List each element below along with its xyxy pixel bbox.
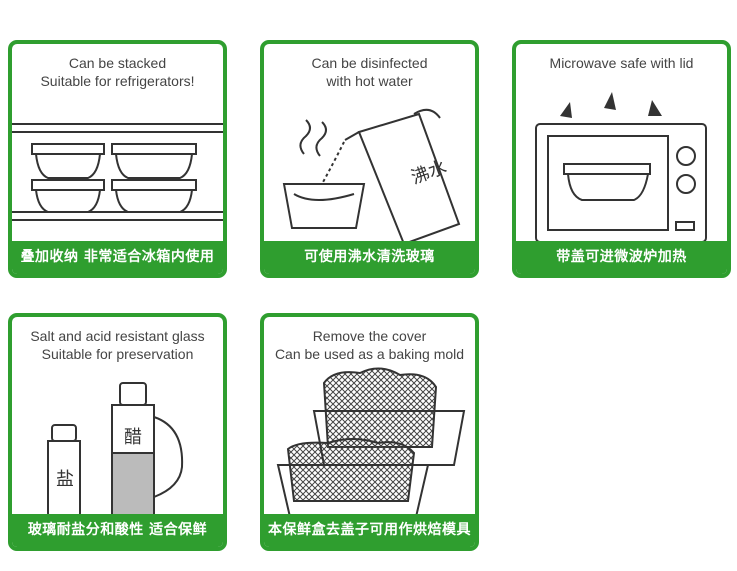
caption-line: Suitable for refrigerators!: [40, 73, 195, 89]
kettle-hot-water-icon: 沸水: [282, 108, 461, 246]
feature-caption: Can be stacked Suitable for refrigerator…: [12, 54, 223, 90]
feature-card-stackable: Can be stacked Suitable for refrigerator…: [8, 40, 227, 278]
caption-line: Suitable for preservation: [41, 346, 194, 362]
caption-line: Salt and acid resistant glass: [30, 328, 205, 344]
feature-caption: Microwave safe with lid: [516, 54, 727, 72]
stacked-containers-fridge-icon: [12, 123, 223, 221]
caption-line: Remove the cover: [312, 328, 427, 344]
baking-mold-icon: [276, 367, 466, 518]
feature-card-baking-mold: Remove the cover Can be used as a baking…: [260, 313, 479, 551]
feature-label: 本保鲜盒去盖子可用作烘焙模具: [264, 514, 475, 547]
feature-card-disinfect: 沸水 Can be disinfected with hot water 可使用…: [260, 40, 479, 278]
caption-line: Microwave safe with lid: [549, 55, 694, 71]
feature-caption: Salt and acid resistant glass Suitable f…: [12, 327, 223, 363]
caption-line: Can be stacked: [68, 55, 167, 71]
salt-label: 盐: [56, 469, 74, 490]
feature-caption: Can be disinfected with hot water: [264, 54, 475, 90]
feature-label: 玻璃耐盐分和酸性 适合保鲜: [12, 514, 223, 547]
feature-caption: Remove the cover Can be used as a baking…: [264, 327, 475, 363]
caption-line: Can be used as a baking mold: [274, 346, 465, 362]
microwave-icon: [535, 92, 707, 243]
feature-card-salt-acid: 盐 醋 Salt and acid resistant glass Suitab…: [8, 313, 227, 551]
vinegar-label: 醋: [124, 427, 142, 448]
feature-label: 可使用沸水清洗玻璃: [264, 241, 475, 274]
caption-line: with hot water: [326, 73, 413, 89]
feature-card-microwave: Microwave safe with lid 带盖可进微波炉加热: [512, 40, 731, 278]
feature-label: 叠加收纳 非常适合冰箱内使用: [12, 241, 223, 274]
caption-line: Can be disinfected: [311, 55, 428, 71]
feature-label: 带盖可进微波炉加热: [516, 241, 727, 274]
